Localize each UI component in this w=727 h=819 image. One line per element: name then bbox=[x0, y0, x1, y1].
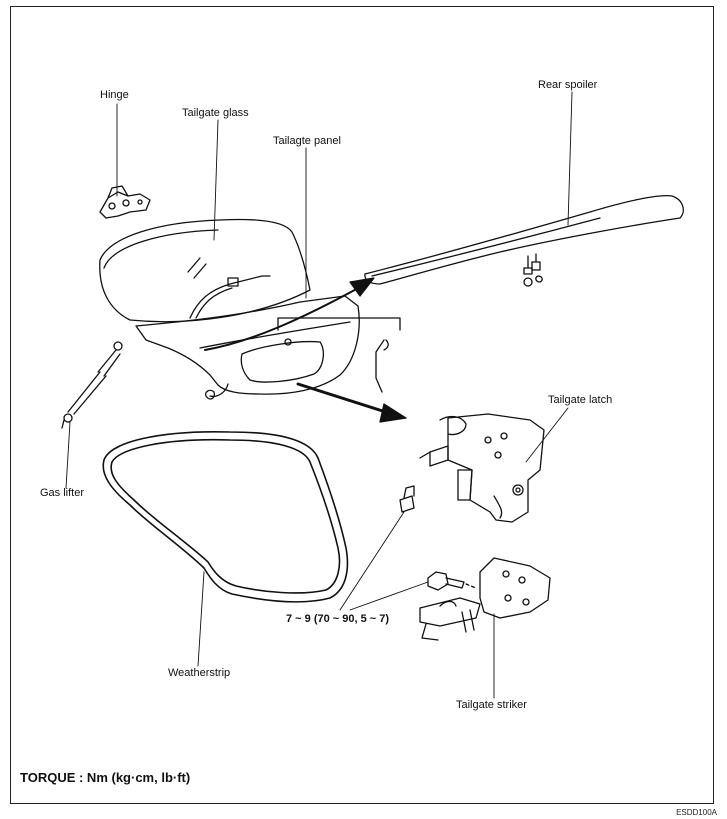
tailgate-panel-part bbox=[135, 295, 401, 400]
weatherstrip-label: Weatherstrip bbox=[168, 667, 231, 679]
gas-lifter-part bbox=[61, 341, 123, 429]
figure-code: ESDD100A bbox=[676, 808, 717, 817]
gas-lifter-label: Gas lifter bbox=[40, 487, 85, 499]
tailgate-panel-label: Tailagte panel bbox=[273, 135, 341, 147]
latch-bolt bbox=[399, 485, 415, 513]
tailgate-striker-label: Tailgate striker bbox=[456, 699, 527, 711]
assembly-arrows bbox=[204, 277, 407, 423]
diagram-frame bbox=[10, 6, 714, 804]
tailgate-latch-part bbox=[419, 413, 545, 523]
leader-lines bbox=[65, 91, 573, 699]
tailgate-latch-label: Tailgate latch bbox=[548, 394, 613, 406]
torque-spec-label: 7 ~ 9 (70 ~ 90, 5 ~ 7) bbox=[286, 613, 390, 625]
torque-units-note: TORQUE : Nm (kg·cm, lb·ft) bbox=[20, 770, 191, 785]
tailgate-glass-part bbox=[99, 218, 311, 323]
hinge-label: Hinge bbox=[100, 89, 129, 101]
striker-bolt bbox=[427, 571, 477, 591]
tailgate-striker-part bbox=[419, 557, 551, 641]
rear-spoiler-part bbox=[364, 194, 684, 287]
hinge-part bbox=[99, 185, 151, 219]
weatherstrip-part bbox=[102, 430, 349, 603]
rear-spoiler-label: Rear spoiler bbox=[538, 79, 598, 91]
tailgate-glass-label: Tailgate glass bbox=[182, 107, 249, 119]
